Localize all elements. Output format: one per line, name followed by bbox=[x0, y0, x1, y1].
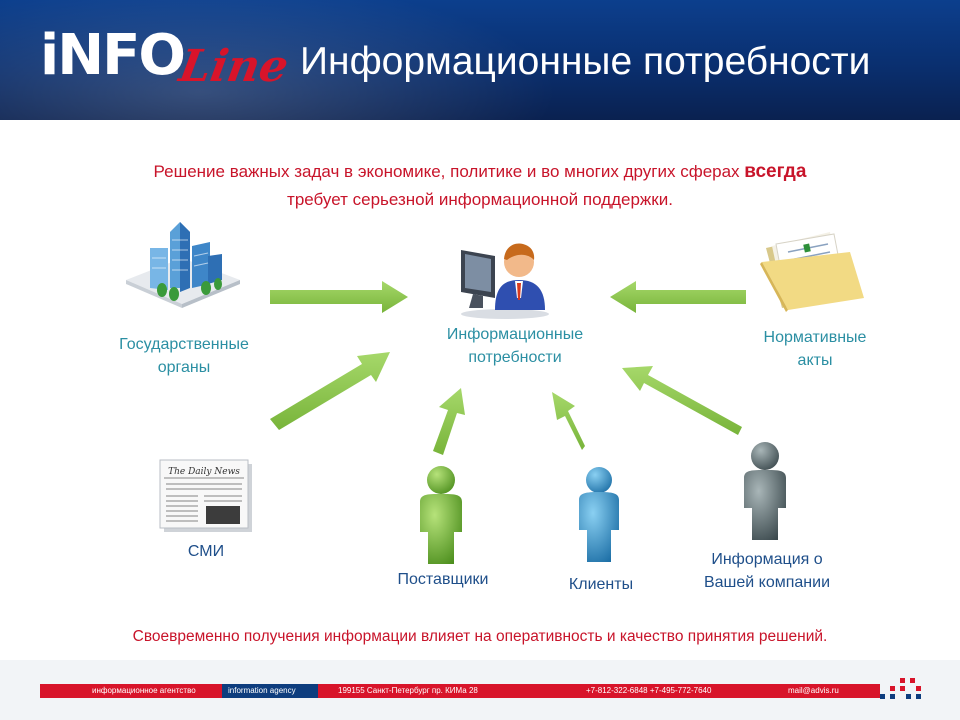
newspaper-icon: The Daily News bbox=[159, 459, 252, 532]
arrow-company bbox=[622, 366, 742, 435]
label-government: Государственные органы bbox=[92, 333, 276, 379]
label-clients: Клиенты bbox=[568, 576, 634, 593]
intro-emphasis: всегда bbox=[744, 161, 807, 182]
arrow-clients bbox=[552, 392, 585, 450]
label-center-line1: Информационные bbox=[446, 326, 584, 343]
footer-agency-en: information agency bbox=[228, 686, 296, 695]
user-at-computer-icon bbox=[461, 243, 549, 319]
label-media: СМИ bbox=[187, 543, 225, 560]
label-suppliers: Поставщики bbox=[397, 571, 489, 588]
label-normative-line2: акты bbox=[797, 352, 833, 369]
arrow-normative bbox=[610, 281, 746, 313]
person-gray-icon bbox=[744, 442, 786, 540]
intro-text: Решение важных задач в экономике, полити… bbox=[60, 158, 900, 214]
person-blue-icon bbox=[579, 467, 619, 562]
footer-agency-en-box bbox=[222, 684, 318, 698]
label-government-line1: Государственные bbox=[119, 336, 249, 353]
label-normative: Нормативные акты bbox=[740, 326, 890, 372]
label-company-line1: Информация о bbox=[711, 551, 823, 568]
arrow-media bbox=[270, 352, 390, 430]
header-banner: iNFO Line Информационные потребности bbox=[0, 0, 960, 120]
intro-line-1: Решение важных задач в экономике, полити… bbox=[60, 158, 900, 186]
buildings-icon bbox=[126, 222, 240, 308]
newspaper-title: The Daily News bbox=[168, 467, 240, 477]
label-center: Информационные потребности bbox=[420, 323, 610, 369]
footer-agency-ru: информационное агентство bbox=[92, 686, 196, 695]
person-green-icon bbox=[420, 466, 462, 564]
folder-documents-icon bbox=[760, 232, 864, 312]
pixel-dots-icon bbox=[880, 678, 921, 699]
infoline-logo: iNFO Line bbox=[40, 23, 292, 106]
label-company-info: Информация о Вашей компании bbox=[684, 548, 850, 594]
label-company-line2: Вашей компании bbox=[703, 574, 831, 591]
footer-phones[interactable]: +7-812-322-6848 +7-495-772-7640 bbox=[586, 686, 712, 695]
label-normative-line1: Нормативные bbox=[763, 329, 867, 346]
footer-email[interactable]: mail@advis.ru bbox=[788, 686, 839, 695]
page-title: Информационные потребности bbox=[300, 40, 871, 83]
intro-line-1-text: Решение важных задач в экономике, полити… bbox=[153, 162, 745, 181]
arrow-government bbox=[270, 281, 408, 313]
footer-address: 199155 Санкт-Петербург пр. КИМа 28 bbox=[338, 686, 478, 695]
arrow-suppliers bbox=[433, 388, 465, 455]
label-government-line2: органы bbox=[157, 359, 211, 376]
label-center-line2: потребности bbox=[468, 349, 562, 366]
logo-info-text: iNFO bbox=[40, 23, 186, 88]
bottom-statement: Своевременно получения информации влияет… bbox=[132, 628, 828, 645]
intro-line-2: требует серьезной информационной поддерж… bbox=[287, 190, 673, 209]
